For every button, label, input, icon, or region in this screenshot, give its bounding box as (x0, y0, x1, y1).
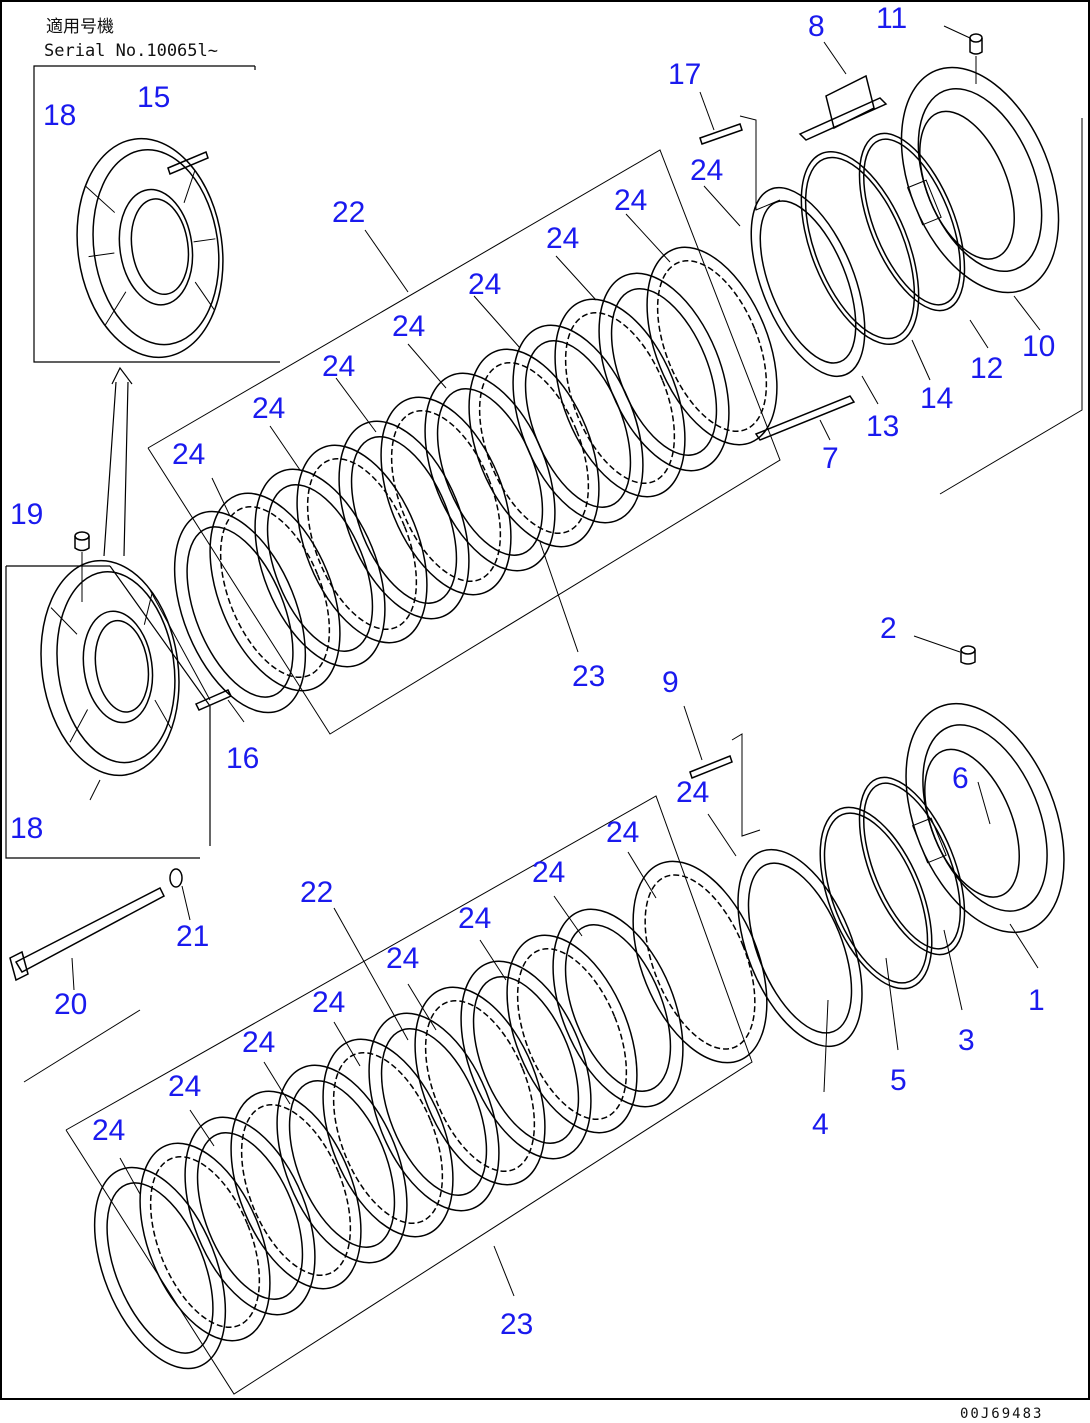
spring-17 (699, 123, 743, 145)
upper-pack-bracket (147, 149, 781, 735)
callout-24-u3: 24 (322, 350, 355, 383)
lower-left-box-b (5, 566, 200, 859)
plug-2 (960, 645, 976, 665)
callout-24-u2: 24 (252, 392, 285, 425)
lower-leaders (119, 813, 737, 1297)
callout-24-l3: 24 (242, 1026, 275, 1059)
callout-13: 13 (866, 410, 899, 443)
callout-12: 12 (970, 352, 1003, 385)
callout-15: 15 (137, 81, 170, 114)
drawing-code: 00J69483 (960, 1406, 1043, 1422)
bolt-20 (9, 886, 165, 982)
callout-23-upper: 23 (572, 660, 605, 693)
inset-box (33, 65, 280, 363)
callout-18: 18 (43, 99, 76, 132)
washer-21 (169, 868, 183, 888)
callout-18-lower: 18 (10, 812, 43, 845)
spring-8 (798, 74, 888, 141)
arrow-up-icon (103, 366, 133, 557)
pin-15 (167, 150, 209, 176)
callout-1: 1 (1028, 984, 1045, 1017)
callouts: 18 15 19 16 18 21 20 22 23 24 24 24 24 2… (10, 2, 1055, 1341)
callout-7: 7 (822, 442, 839, 475)
upper-disc-stack (173, 246, 778, 714)
callout-9: 9 (662, 666, 679, 699)
callout-24-l1: 24 (92, 1114, 125, 1147)
callout-6: 6 (952, 762, 969, 795)
housing-10 (900, 66, 1060, 294)
callout-24-l6: 24 (458, 902, 491, 935)
applicable-serial-label: 適用号機 (46, 17, 114, 37)
callout-24-l8: 24 (606, 816, 639, 849)
callout-3: 3 (958, 1024, 975, 1057)
callout-19: 19 (10, 498, 43, 531)
plate-18-lower (40, 559, 180, 777)
callout-24-l5: 24 (386, 942, 419, 975)
callout-24-u7: 24 (614, 184, 647, 217)
callout-24-u4: 24 (392, 310, 425, 343)
callout-24-l4: 24 (312, 986, 345, 1019)
callout-24-u5: 24 (468, 268, 501, 301)
callout-16: 16 (226, 742, 259, 775)
callout-8: 8 (808, 10, 825, 43)
seal-ring-3 (858, 776, 966, 956)
seal-ring-5 (819, 806, 933, 990)
callout-24-u1: 24 (172, 438, 205, 471)
callout-24-l2: 24 (168, 1070, 201, 1103)
plug-19 (74, 531, 90, 552)
callout-17: 17 (668, 58, 701, 91)
callout-5: 5 (890, 1064, 907, 1097)
housing-1 (905, 702, 1065, 934)
piston-4 (737, 848, 863, 1048)
callout-21: 21 (176, 920, 209, 953)
callout-11: 11 (876, 2, 907, 35)
piston-13 (750, 186, 866, 378)
callout-24-u6: 24 (546, 222, 579, 255)
pin-7 (754, 395, 856, 441)
callout-24-u8: 24 (690, 154, 723, 187)
upper-leaders (211, 185, 741, 653)
callout-4: 4 (812, 1108, 829, 1141)
callout-24-l9: 24 (676, 776, 709, 809)
serial-number-label: Serial No.10065l~ (44, 41, 218, 61)
plate-18-inset (76, 137, 224, 359)
callout-2: 2 (880, 612, 897, 645)
callout-23-lower: 23 (500, 1308, 533, 1341)
plug-11 (969, 33, 983, 55)
callout-22-upper: 22 (332, 196, 365, 229)
callout-10: 10 (1022, 330, 1055, 363)
callout-24-l7: 24 (532, 856, 565, 889)
callout-22-lower: 22 (300, 876, 333, 909)
spring-9 (689, 755, 733, 779)
callout-14: 14 (920, 382, 953, 415)
callout-20: 20 (54, 988, 87, 1021)
seal-ring-14 (800, 150, 920, 346)
